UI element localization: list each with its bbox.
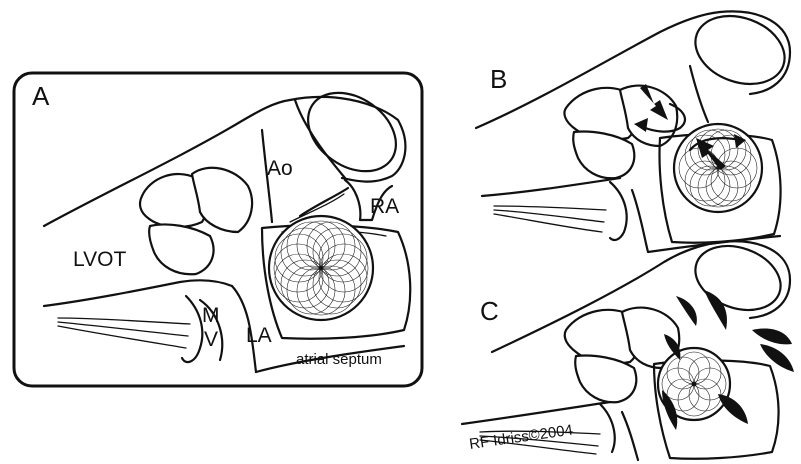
c-drop-4 xyxy=(760,344,794,372)
c-drop-2 xyxy=(704,290,727,330)
label-v: V xyxy=(204,328,218,351)
ra-septum-edge xyxy=(300,188,348,216)
label-la: LA xyxy=(246,324,272,347)
c-leaflet xyxy=(600,404,615,452)
occluder-disc-a xyxy=(269,216,373,320)
c-drop-6 xyxy=(718,394,748,424)
c-drop-3 xyxy=(752,329,792,345)
b-lower-wall xyxy=(482,178,620,196)
aortic-valve-cusp-3 xyxy=(149,224,213,274)
aorta-lumen xyxy=(293,77,411,188)
aorta-rim xyxy=(295,100,345,178)
c-drop-1 xyxy=(676,296,697,326)
panel-b-letter: B xyxy=(490,64,507,94)
c-la-wall xyxy=(622,412,638,460)
b-chordae-3 xyxy=(494,214,602,232)
panel-a: A xyxy=(14,73,422,386)
label-lvot: LVOT xyxy=(73,248,126,271)
credit-signature: RF Idriss©2004 xyxy=(468,422,574,453)
label-atrial-septum: atrial septum xyxy=(296,351,382,368)
c-lower-wall xyxy=(462,402,610,424)
panel-b: B xyxy=(476,4,794,252)
panel-c-letter: C xyxy=(480,296,499,326)
label-m: M xyxy=(202,304,220,327)
b-leaflet xyxy=(610,182,627,240)
b-chordae-1 xyxy=(494,206,606,210)
panel-c: C RF Idriss xyxy=(462,235,794,460)
b-aorta-lower xyxy=(690,66,708,122)
b-chordae-2 xyxy=(494,210,604,222)
panel-a-letter: A xyxy=(32,81,50,111)
label-ao: Ao xyxy=(267,157,293,180)
label-ra: RA xyxy=(370,195,399,218)
mitral-chordae-1 xyxy=(58,318,190,324)
c-aorta-lumen xyxy=(686,235,789,321)
mitral-leaflet xyxy=(182,296,202,362)
